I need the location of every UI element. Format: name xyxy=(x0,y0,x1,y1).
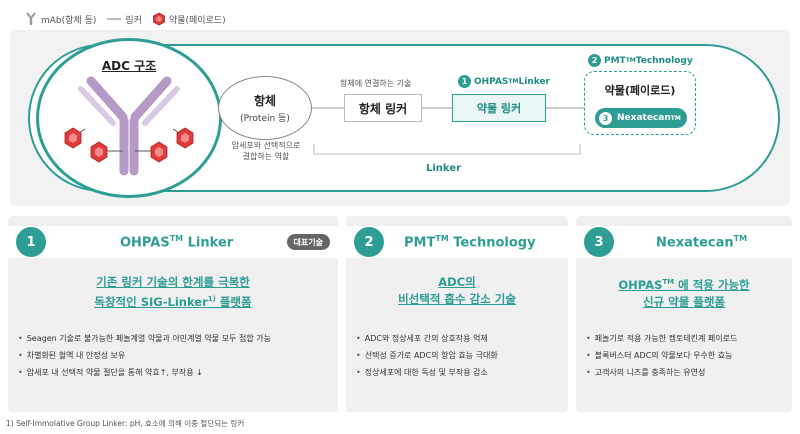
antibody-linker-label: 항체 링커 xyxy=(358,101,408,116)
drug-left xyxy=(64,127,82,149)
adc-circle: ADC 구조 xyxy=(36,38,222,198)
card-title-sup: TM xyxy=(435,234,449,243)
nexa-name: Nexatecan xyxy=(617,113,671,123)
card-sub2: 신규 약물 플랫폼 xyxy=(642,294,726,309)
drug-linker-box: 약물 링커 xyxy=(452,94,546,122)
card-bullets: Seagen 기술로 불가능한 페놀계열 약물과 아민계열 약물 모두 접합 가… xyxy=(18,330,332,381)
card-sub1: OHPASTM 에 적용 가능한 xyxy=(618,277,750,292)
card-number: 1 xyxy=(16,227,46,257)
card-sub1: ADC의 xyxy=(438,275,476,289)
connect-label: 항체에 연결하는 기술 xyxy=(340,79,412,88)
card-title-sup: TM xyxy=(169,234,184,243)
linker-label: Linker xyxy=(426,163,462,174)
card-header: 3 NexatecanTM xyxy=(576,226,792,258)
connector-lines xyxy=(312,107,584,155)
card-header: 1 OHPASTM Linker 대표기술 xyxy=(8,226,338,258)
list-item: 차별화된 혈액 내 안정성 보유 xyxy=(18,347,332,364)
legend-mab: mAb(항체 등) xyxy=(24,12,96,26)
card-sub2: 독창적인 SIG-Linker1) 플랫폼 xyxy=(94,294,252,309)
card-bullets: ADC와 정상세포 간의 상호작용 억제 선택성 증가로 ADC의 항암 효능 … xyxy=(356,330,562,381)
ohpas-sup: TM xyxy=(508,78,519,85)
legend-linker-label: 링커 xyxy=(125,15,142,26)
antibody-role: 암세포와 선택적으로 결합하는 역할 xyxy=(222,140,310,162)
card-title-suffix: Linker xyxy=(183,235,234,251)
legend-mab-label: mAb(항체 등) xyxy=(41,15,97,26)
footnote-ref: 1) xyxy=(207,295,216,303)
list-item: ADC와 정상세포 간의 상호작용 억제 xyxy=(356,330,562,347)
card-title: PMTTM Technology xyxy=(404,234,536,250)
pmt-name: PMT xyxy=(604,55,626,66)
card-nexatecan: 3 NexatecanTM OHPASTM 에 적용 가능한 신규 약물 플랫폼… xyxy=(576,216,792,412)
drug-center-left xyxy=(90,141,108,163)
list-item: 고객사의 니즈를 충족하는 유연성 xyxy=(586,364,786,381)
antibody-role-line2: 결합하는 역할 xyxy=(242,152,290,161)
card-subtitle: 기존 링커 기술의 한계를 극복한 독창적인 SIG-Linker1) 플랫폼 xyxy=(8,274,338,311)
drug-hexagon-icon xyxy=(153,12,165,26)
legend-linker: 링커 xyxy=(106,13,142,26)
legend-drug: 약물(페이로드) xyxy=(152,12,226,26)
card-ohpas: 1 OHPASTM Linker 대표기술 기존 링커 기술의 한계를 극복한 … xyxy=(8,216,338,412)
antibody-role-line1: 암세포와 선택적으로 xyxy=(231,141,301,150)
card-number: 3 xyxy=(584,227,614,257)
ohpas-name: OHPAS xyxy=(474,76,509,87)
card-pmt: 2 PMTTM Technology ADC의 비선택적 흡수 감소 기술 AD… xyxy=(346,216,568,412)
drug-right xyxy=(176,127,194,149)
legend: mAb(항체 등) 링커 약물(페이로드) xyxy=(24,10,236,28)
list-item: Seagen 기술로 불가능한 페놀계열 약물과 아민계열 약물 모두 접합 가… xyxy=(18,330,332,347)
nexa-sup: TM xyxy=(670,114,681,122)
antibody-node: 항체 (Protein 등) xyxy=(218,76,312,140)
ohpas-suffix: Linker xyxy=(518,76,550,87)
list-item: 선택성 증가로 ADC의 항암 효능 극대화 xyxy=(356,347,562,364)
card-title-name: OHPAS xyxy=(120,235,170,251)
antibody-structure-icon xyxy=(64,76,194,176)
pmt-num: 2 xyxy=(588,54,601,67)
pmt-sup: TM xyxy=(625,57,636,64)
antibody-icon xyxy=(26,12,36,25)
nexa-num: 3 xyxy=(599,111,612,125)
adc-structure-diagram: ADC 구조 xyxy=(10,30,790,206)
card-sub2: 비선택적 흡수 감소 기술 xyxy=(398,292,516,306)
card-badge: 대표기술 xyxy=(286,234,330,250)
list-item: 정상세포에 대한 독성 및 부작용 감소 xyxy=(356,364,562,381)
card-title: OHPASTM Linker xyxy=(120,234,233,250)
list-item: 암세포 내 선택적 약물 절단을 통해 약효↑, 부작용 ↓ xyxy=(18,364,332,381)
ohpas-num: 1 xyxy=(458,75,471,88)
card-subtitle: OHPASTM 에 적용 가능한 신규 약물 플랫폼 xyxy=(576,274,792,311)
pmt-suffix: Technology xyxy=(635,55,693,66)
card-subtitle: ADC의 비선택적 흡수 감소 기술 xyxy=(346,274,568,308)
card-title-name: Nexatecan xyxy=(656,235,734,251)
card-number: 2 xyxy=(354,227,384,257)
legend-drug-label: 약물(페이로드) xyxy=(168,15,226,26)
antibody-linker-box: 항체 링커 xyxy=(344,94,422,122)
card-bullets: 페놀기로 적용 가능한 켐토테킨계 페이로드 블록버스터 ADC의 약물보다 우… xyxy=(586,330,786,381)
list-item: 페놀기로 적용 가능한 켐토테킨계 페이로드 xyxy=(586,330,786,347)
drug-linker-label: 약물 링커 xyxy=(476,102,522,115)
card-title-sup: TM xyxy=(733,234,748,243)
footnote: 1) Self-Immolative Group Linker: pH, 효소에… xyxy=(6,419,245,428)
card-title-suffix: Technology xyxy=(448,235,536,251)
card-title-name: PMT xyxy=(404,235,436,251)
list-item: 블록버스터 ADC의 약물보다 우수한 효능 xyxy=(586,347,786,364)
card-title: NexatecanTM xyxy=(656,234,747,250)
drug-payload-label: 약물(페이로드) xyxy=(604,84,676,97)
drug-center-right xyxy=(150,141,168,163)
antibody-title: 항체 xyxy=(253,94,277,108)
card-sub1: 기존 링커 기술의 한계를 극복한 xyxy=(96,275,250,289)
card-header: 2 PMTTM Technology xyxy=(346,226,568,258)
antibody-sub: (Protein 등) xyxy=(240,114,290,124)
adc-title: ADC 구조 xyxy=(101,59,157,73)
linker-line-icon xyxy=(107,18,122,20)
